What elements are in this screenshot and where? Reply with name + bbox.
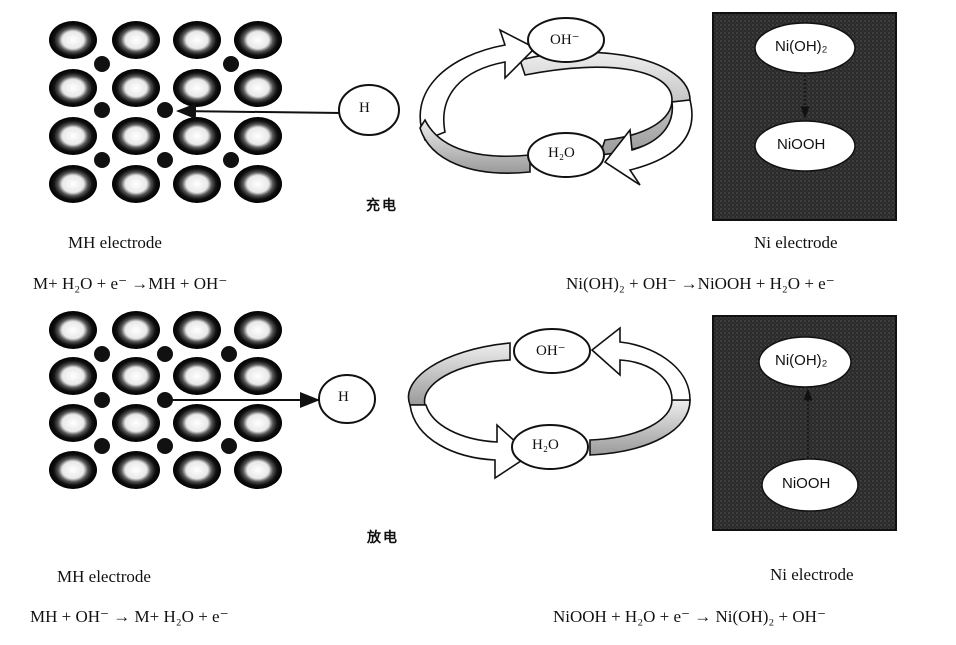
charge-right-label: Ni electrode: [754, 233, 838, 252]
charge-oh-label: OH⁻: [550, 32, 580, 48]
discharge-right-equation: NiOOH + H₂O + e⁻ → Ni(OH)₂ + OH⁻: [553, 607, 826, 626]
charge-h-label: H: [359, 100, 370, 116]
discharge-box-top-label: Ni(OH)₂: [775, 352, 828, 369]
discharge-box-bottom-label: NiOOH: [782, 475, 831, 492]
charge-niooh2-oval: [754, 22, 856, 74]
discharge-niooh2-oval: [758, 336, 852, 388]
charge-h2o-oval: [527, 132, 605, 178]
discharge-h-circle: [318, 374, 376, 424]
discharge-h-label: H: [338, 389, 349, 405]
charge-left-label: MH electrode: [68, 233, 162, 252]
charge-caption: 充电: [366, 198, 398, 214]
charge-left-equation: M+ H₂O + e⁻ →MH + OH⁻: [33, 274, 228, 293]
charge-h-circle: [338, 84, 400, 136]
discharge-lattice: [49, 311, 282, 489]
discharge-h2o-label: H₂O: [532, 437, 559, 453]
discharge-oh-oval: [513, 328, 591, 374]
discharge-h2o-oval: [511, 424, 589, 470]
discharge-niooh-oval: [761, 458, 859, 512]
charge-oh-oval: [527, 17, 605, 63]
charge-right-equation: Ni(OH)₂ + OH⁻ →NiOOH + H₂O + e⁻: [566, 274, 835, 293]
charge-niooh-oval: [754, 120, 856, 172]
charge-lattice: [49, 21, 282, 203]
discharge-caption: 放电: [367, 530, 399, 546]
charge-cycle-arrows: [419, 28, 693, 186]
discharge-cycle-arrows: [407, 326, 691, 480]
discharge-left-label: MH electrode: [57, 567, 151, 586]
discharge-oh-label: OH⁻: [536, 343, 566, 359]
charge-h2o-label: H₂O: [548, 145, 575, 161]
discharge-left-equation: MH + OH⁻ → M+ H₂O + e⁻: [30, 607, 229, 626]
charge-box-bottom-label: NiOOH: [777, 136, 826, 153]
discharge-right-label: Ni electrode: [770, 565, 854, 584]
charge-box-top-label: Ni(OH)₂: [775, 38, 828, 55]
charge-h-arrow: [176, 103, 343, 120]
